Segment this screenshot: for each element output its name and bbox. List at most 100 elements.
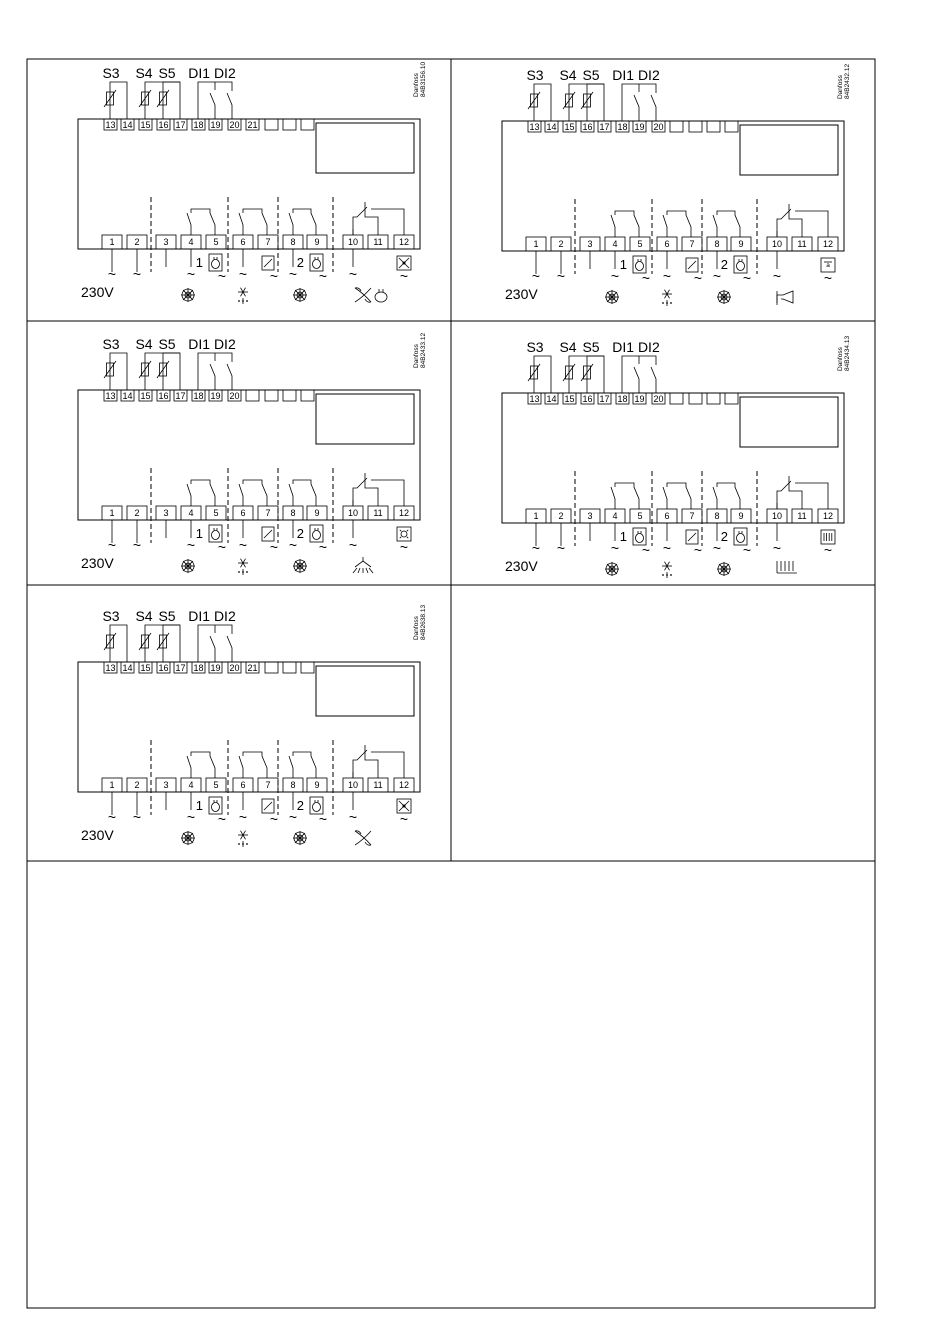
compressor-label-2: 2 bbox=[721, 529, 728, 544]
sensor-label-s5: S5 bbox=[158, 608, 175, 624]
lower-terminal-number: 7 bbox=[689, 511, 694, 521]
snowflake-icon bbox=[717, 562, 731, 576]
lower-terminal-number: 4 bbox=[188, 508, 193, 518]
upper-terminal-number: 16 bbox=[582, 394, 592, 404]
compressor-label-1: 1 bbox=[196, 526, 203, 541]
diagram-code-text: Danfoss84B2432.12 bbox=[837, 64, 851, 99]
mains-symbol: ~ bbox=[187, 266, 195, 282]
sensor-s5-icon bbox=[580, 91, 594, 110]
upper-terminal-number: 15 bbox=[140, 391, 150, 401]
lower-terminal bbox=[306, 777, 328, 793]
controller-housing bbox=[77, 389, 421, 521]
upper-terminal bbox=[245, 118, 260, 131]
sensor-label-s4: S4 bbox=[135, 608, 152, 624]
defrost-relay-icon bbox=[261, 255, 275, 271]
lower-terminal bbox=[205, 505, 227, 521]
upper-terminal-number: 21 bbox=[247, 663, 257, 673]
mains-symbol: ~ bbox=[400, 811, 408, 827]
compressor-label-1: 1 bbox=[620, 257, 627, 272]
upper-terminal bbox=[156, 389, 171, 402]
defrost-relay-icon bbox=[685, 529, 699, 545]
lower-terminal-number: 2 bbox=[558, 239, 563, 249]
mains-symbol: ~ bbox=[108, 809, 116, 825]
defrost-icon bbox=[662, 289, 672, 306]
lower-terminal-number: 7 bbox=[689, 239, 694, 249]
lower-terminal-number: 9 bbox=[314, 780, 319, 790]
lower-terminal-number: 11 bbox=[797, 239, 806, 249]
lower-terminal-number: 7 bbox=[265, 508, 270, 518]
lower-terminal-number: 11 bbox=[797, 511, 806, 521]
lower-terminal bbox=[205, 777, 227, 793]
upper-terminal bbox=[544, 392, 559, 405]
upper-terminal bbox=[651, 392, 666, 405]
mains-symbol: ~ bbox=[270, 539, 278, 555]
lower-terminal bbox=[730, 508, 752, 524]
upper-terminal-number: 19 bbox=[210, 663, 220, 673]
upper-terminal bbox=[208, 118, 223, 131]
upper-terminal-blank bbox=[282, 389, 297, 402]
upper-terminal-blank bbox=[264, 118, 279, 131]
controller-display bbox=[315, 393, 415, 445]
upper-terminal-blank bbox=[245, 389, 260, 402]
lower-terminal-number: 4 bbox=[188, 780, 193, 790]
sensor-label-s3: S3 bbox=[526, 339, 543, 355]
upper-terminal-number: 20 bbox=[229, 120, 239, 130]
mains-symbol: ~ bbox=[400, 539, 408, 555]
upper-terminal-number: 18 bbox=[617, 122, 627, 132]
sensor-label-s5: S5 bbox=[158, 65, 175, 81]
sensor-label-s3: S3 bbox=[102, 65, 119, 81]
mains-symbol: ~ bbox=[349, 266, 357, 282]
sensor-label-s5: S5 bbox=[582, 339, 599, 355]
lower-terminal bbox=[629, 508, 651, 524]
lower-terminal-number: 9 bbox=[738, 239, 743, 249]
code-number: 84B2432.12 bbox=[844, 64, 851, 99]
lower-terminal-number: 12 bbox=[399, 508, 409, 518]
upper-terminal-number: 18 bbox=[193, 663, 203, 673]
compressor-label-1: 1 bbox=[196, 255, 203, 270]
lower-terminal-number: 5 bbox=[213, 780, 218, 790]
sensor-label-s4: S4 bbox=[135, 336, 152, 352]
mains-symbol: ~ bbox=[218, 268, 226, 284]
mains-symbol: ~ bbox=[108, 266, 116, 282]
sensor-label-s3: S3 bbox=[526, 67, 543, 83]
svg-text:a: a bbox=[826, 262, 830, 269]
mains-symbol: ~ bbox=[694, 270, 702, 286]
upper-terminal-number: 13 bbox=[529, 394, 539, 404]
upper-terminal-number: 13 bbox=[105, 120, 115, 130]
mains-symbol: ~ bbox=[349, 809, 357, 825]
code-brand: Danfoss bbox=[413, 343, 420, 368]
defrost-icon bbox=[238, 558, 248, 575]
upper-terminal-number: 19 bbox=[634, 122, 644, 132]
sensor-s5-icon bbox=[156, 89, 170, 108]
upper-terminal-number: 17 bbox=[175, 391, 185, 401]
upper-terminal bbox=[156, 118, 171, 131]
upper-terminal-number: 13 bbox=[105, 663, 115, 673]
mains-symbol: ~ bbox=[270, 811, 278, 827]
upper-terminal-number: 16 bbox=[158, 120, 168, 130]
sensor-s4-icon bbox=[562, 91, 576, 110]
upper-terminal-number: 20 bbox=[653, 394, 663, 404]
controller-housing bbox=[501, 120, 845, 252]
mains-symbol: ~ bbox=[289, 266, 297, 282]
upper-terminal-blank bbox=[706, 392, 721, 405]
sensor-label-di: DI1 DI2 bbox=[188, 608, 236, 624]
sensor-s4-icon bbox=[562, 363, 576, 382]
lower-terminal-number: 1 bbox=[533, 239, 538, 249]
upper-terminal bbox=[527, 120, 542, 133]
lower-terminal-number: 11 bbox=[373, 237, 382, 247]
lower-terminal bbox=[306, 234, 328, 250]
frame-grid bbox=[26, 58, 876, 1309]
snowflake-icon bbox=[293, 288, 307, 302]
sensor-s4-icon bbox=[138, 632, 152, 651]
diagram-code-text: Danfoss84B2433.12 bbox=[413, 333, 427, 368]
upper-terminal bbox=[527, 392, 542, 405]
mains-symbol: ~ bbox=[773, 268, 781, 284]
compressor-label-2: 2 bbox=[297, 526, 304, 541]
lower-terminal-number: 6 bbox=[240, 237, 245, 247]
upper-terminal-number: 14 bbox=[122, 663, 132, 673]
mains-symbol: ~ bbox=[824, 542, 832, 558]
upper-terminal bbox=[615, 392, 630, 405]
upper-terminal-blank bbox=[724, 392, 739, 405]
code-number: 84B2433.12 bbox=[420, 333, 427, 368]
lower-terminal-number: 7 bbox=[265, 780, 270, 790]
